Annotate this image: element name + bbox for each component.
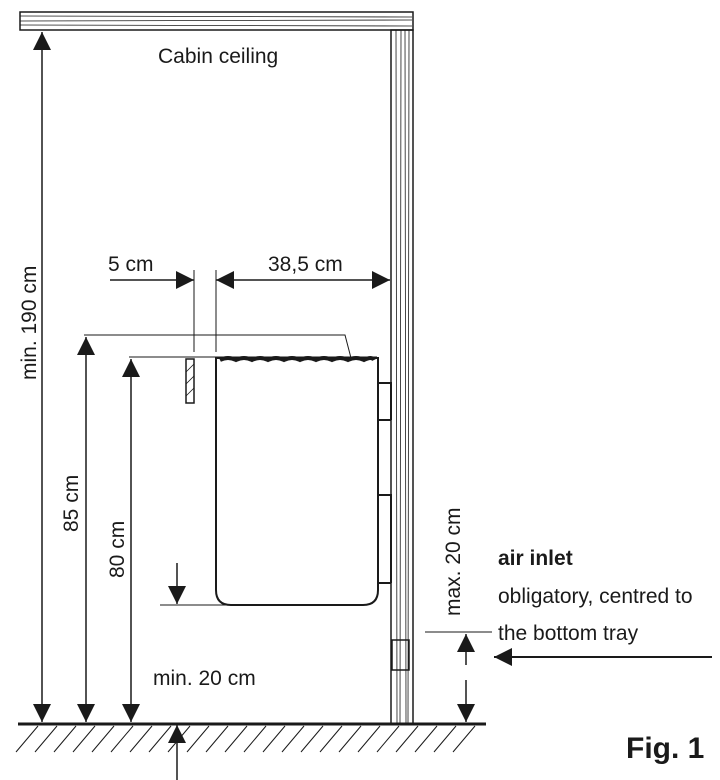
floor-hatch-line	[72, 725, 96, 753]
floor-hatch-line	[376, 725, 400, 753]
dimension-190-label: min. 190 cm	[18, 266, 41, 380]
floor-hatch-line	[243, 725, 267, 753]
cabin-wall	[390, 29, 414, 725]
floor-hatch-line	[91, 725, 115, 753]
floor-hatch-line	[205, 725, 229, 753]
floor-hatch-line	[357, 725, 381, 753]
floor-hatch-line	[319, 725, 343, 753]
floor-hatch-line	[262, 725, 286, 753]
protective-board	[185, 358, 195, 404]
dimension-5-label: 5 cm	[108, 253, 154, 276]
dimension-min-20-label: min. 20 cm	[153, 667, 256, 690]
ceiling-beam	[19, 11, 414, 31]
floor-hatch-line	[110, 725, 134, 753]
floor-hatch-line	[224, 725, 248, 753]
floor-hatch-line	[148, 725, 172, 753]
floor-hatch-line	[129, 725, 153, 753]
ceiling-label: Cabin ceiling	[158, 45, 278, 68]
floor-hatch-line	[300, 725, 324, 753]
floor-hatch-line	[452, 725, 476, 753]
floor-hatch-line	[34, 725, 58, 753]
floor-hatch-line	[186, 725, 210, 753]
heater-top-reference-line	[84, 334, 352, 359]
figure-label: Fig. 1	[626, 732, 704, 765]
floor-hatch-line	[433, 725, 457, 753]
sauna-heater	[215, 356, 392, 606]
floor-hatch-line	[281, 725, 305, 753]
floor-hatch-line	[53, 725, 77, 753]
air-inlet-note-line2: the bottom tray	[498, 622, 639, 645]
dimension-38-5-label: 38,5 cm	[268, 253, 343, 276]
floor	[15, 722, 486, 753]
air-inlet-opening	[391, 639, 410, 671]
dimension-85-label: 85 cm	[60, 475, 83, 532]
dimension-80-label: 80 cm	[106, 521, 129, 578]
dimension-max-20-label: max. 20 cm	[442, 507, 465, 616]
floor-hatch-line	[395, 725, 419, 753]
air-inlet-title: air inlet	[498, 547, 573, 570]
floor-hatch-line	[338, 725, 362, 753]
floor-hatch-line	[15, 725, 39, 753]
floor-hatch-line	[167, 725, 191, 753]
air-inlet-note-line1: obligatory, centred to	[498, 585, 693, 608]
floor-hatch-line	[414, 725, 438, 753]
